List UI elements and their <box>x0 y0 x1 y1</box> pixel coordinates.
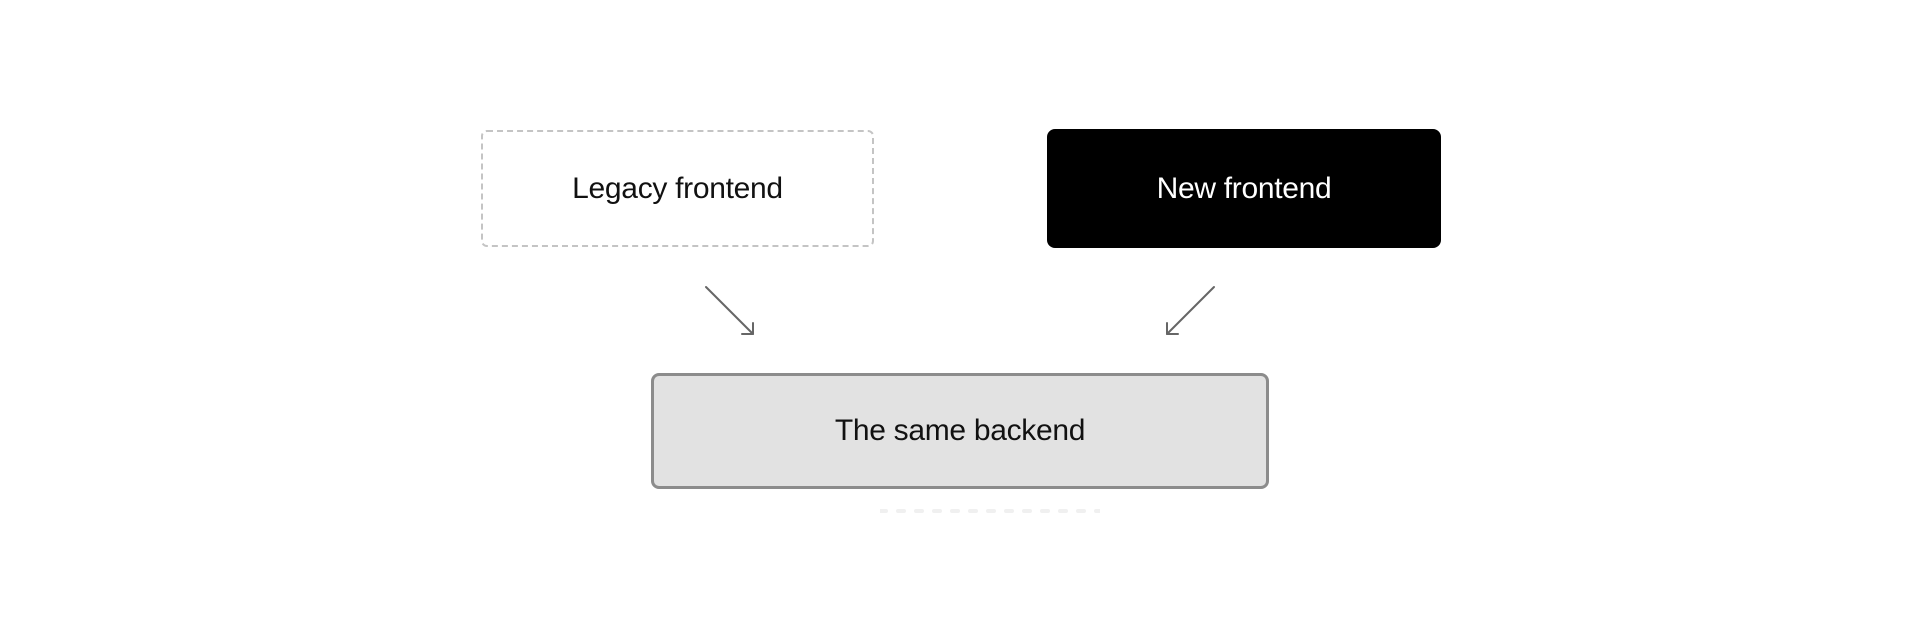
arrow-legacy-to-backend <box>705 286 754 335</box>
arrow-new-to-backend <box>1166 286 1215 335</box>
new-frontend-box: New frontend <box>1047 129 1441 248</box>
legacy-frontend-box: Legacy frontend <box>481 130 874 247</box>
backend-box: The same backend <box>651 373 1269 489</box>
backend-label: The same backend <box>834 414 1086 447</box>
legacy-frontend-label: Legacy frontend <box>572 171 783 205</box>
new-frontend-label: New frontend <box>1156 171 1332 205</box>
faint-dotted-line <box>880 509 1100 513</box>
